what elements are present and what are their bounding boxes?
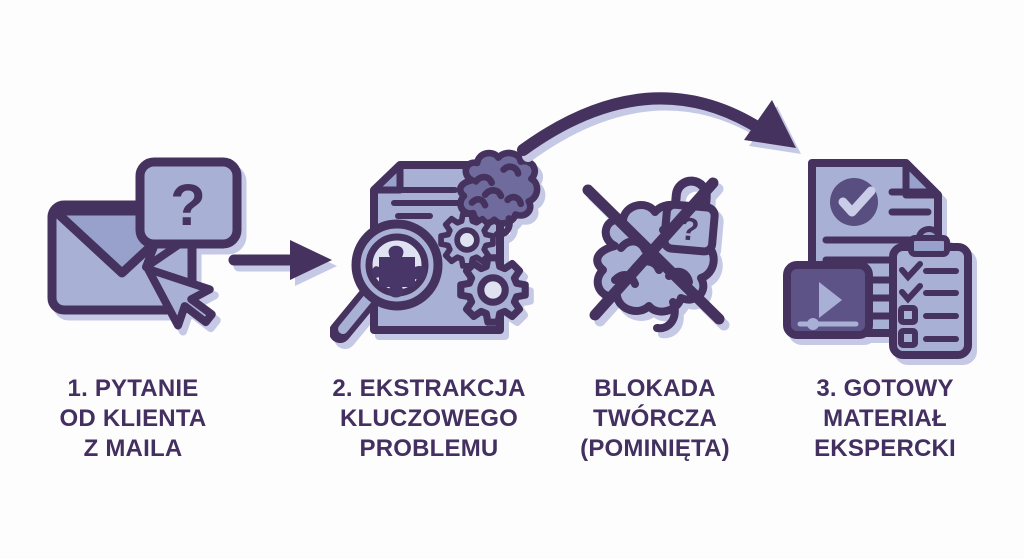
gear-large-icon bbox=[461, 258, 525, 322]
step3-label-line1: 3. GOTOWY bbox=[816, 375, 954, 402]
step2-label-line1: 2. EKSTRAKCJA bbox=[332, 375, 526, 402]
clipboard-checklist-icon bbox=[889, 226, 972, 359]
step2-label: 2. EKSTRAKCJA KLUCZOWEGO PROBLEMU bbox=[307, 374, 551, 464]
document-text-lines bbox=[387, 187, 463, 219]
question-bubble-icon: ? bbox=[135, 157, 242, 271]
document-magnifier-gears-brain-icon bbox=[330, 140, 545, 343]
skip-curved-arrow-icon bbox=[517, 92, 796, 156]
arrow-right-icon bbox=[228, 240, 332, 280]
cross-out-lines bbox=[582, 177, 725, 325]
play-icon bbox=[819, 282, 842, 318]
block-label-line3: (POMINIĘTA) bbox=[580, 435, 730, 462]
checklist-rows bbox=[898, 261, 959, 348]
gear-small-icon bbox=[441, 214, 493, 266]
bubble-question-mark: ? bbox=[170, 173, 205, 238]
step1-label: 1. PYTANIE OD KLIENTA Z MAILA bbox=[11, 374, 255, 464]
step1-label-line2: OD KLIENTA bbox=[59, 405, 207, 432]
video-player-icon bbox=[783, 261, 873, 339]
step3-label-line3: EKSPERCKI bbox=[814, 435, 956, 462]
step2-label-line2: KLUCZOWEGO bbox=[340, 405, 518, 432]
brain-icon bbox=[460, 153, 537, 238]
step2-label-line3: PROBLEMU bbox=[359, 435, 499, 462]
block-label-line1: BLOKADA bbox=[594, 375, 716, 402]
blocked-brain-icon bbox=[597, 205, 713, 333]
step1-label-line1: 1. PYTANIE bbox=[67, 375, 199, 402]
envelope-question-cursor-icon: ? bbox=[47, 157, 242, 330]
magnifier-icon bbox=[330, 219, 443, 343]
step3-label-line2: MATERIAŁ bbox=[823, 405, 947, 432]
block-label: BLOKADA TWÓRCZA (POMINIĘTA) bbox=[533, 374, 777, 464]
cursor-icon bbox=[144, 265, 216, 330]
step1-label-line3: Z MAILA bbox=[83, 435, 183, 462]
step3-label: 3. GOTOWY MATERIAŁ EKSPERCKI bbox=[763, 374, 1007, 464]
crossed-out-brain-lock-icon: ? bbox=[582, 176, 725, 333]
document-video-checklist-icon bbox=[783, 159, 972, 359]
puzzle-piece-icon bbox=[372, 245, 427, 298]
check-circle-icon bbox=[830, 178, 878, 226]
block-label-line2: TWÓRCZA bbox=[592, 405, 718, 432]
